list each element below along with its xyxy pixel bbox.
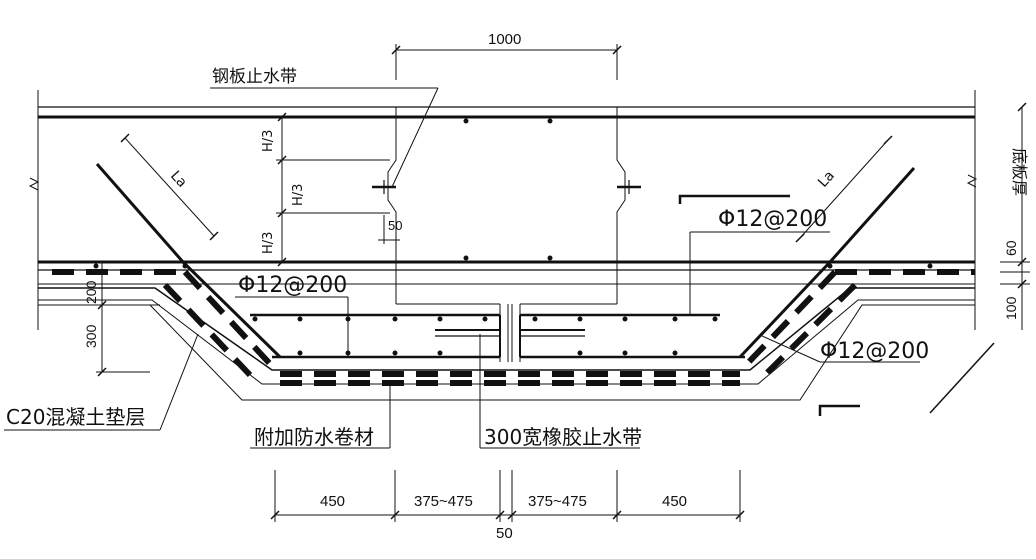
- dim-bottom-450-left: 450: [320, 493, 345, 510]
- slab-structure: [37, 90, 976, 330]
- break-mark-left: [28, 177, 40, 191]
- rebar-label-left: Φ12@200: [238, 273, 347, 298]
- leader-lines: [4, 87, 920, 449]
- dim-right-60: 60: [1003, 240, 1019, 256]
- slab-thickness-label: 底板厚: [1010, 148, 1029, 196]
- dimension-lines: [96, 44, 1030, 522]
- rebar-label-right: Φ12@200: [820, 339, 929, 364]
- steel-waterstop-label: 钢板止水带: [212, 67, 297, 87]
- dim-right-100: 100: [1003, 296, 1019, 320]
- dim-offset-50: 50: [388, 218, 402, 233]
- rubber-waterstop-label: 300宽橡胶止水带: [484, 425, 642, 449]
- extra-membrane-label: 附加防水卷材: [254, 425, 374, 449]
- c20-layer-label: C20混凝土垫层: [6, 405, 145, 429]
- h3-label-mid: H/3: [291, 184, 306, 206]
- rebar-label-top-right: Φ12@200: [718, 207, 827, 232]
- la-label-right: La: [815, 168, 838, 191]
- construction-joint: [387, 107, 626, 362]
- inclined-rebar-left: [95, 163, 282, 359]
- h3-label-top: H/3: [261, 130, 276, 152]
- rubber-waterstop: [435, 329, 585, 337]
- waterproof-membrane: [52, 269, 975, 386]
- dim-bottom-50: 50: [496, 525, 513, 542]
- inclined-rebar-right: [738, 167, 916, 359]
- dim-left-200: 200: [83, 280, 99, 304]
- dim-top-width: 1000: [488, 31, 521, 48]
- rebar-hooks-right: [678, 194, 995, 416]
- steel-plate-waterstop: [372, 180, 641, 194]
- rebar-dots: [93, 118, 933, 356]
- break-mark-right: [966, 174, 978, 188]
- dim-bottom-450-right: 450: [662, 493, 687, 510]
- dim-bottom-375-475-left: 375~475: [414, 493, 473, 510]
- dim-left-300: 300: [83, 324, 99, 348]
- dim-bottom-375-475-right: 375~475: [528, 493, 587, 510]
- h3-label-bottom: H/3: [261, 232, 276, 254]
